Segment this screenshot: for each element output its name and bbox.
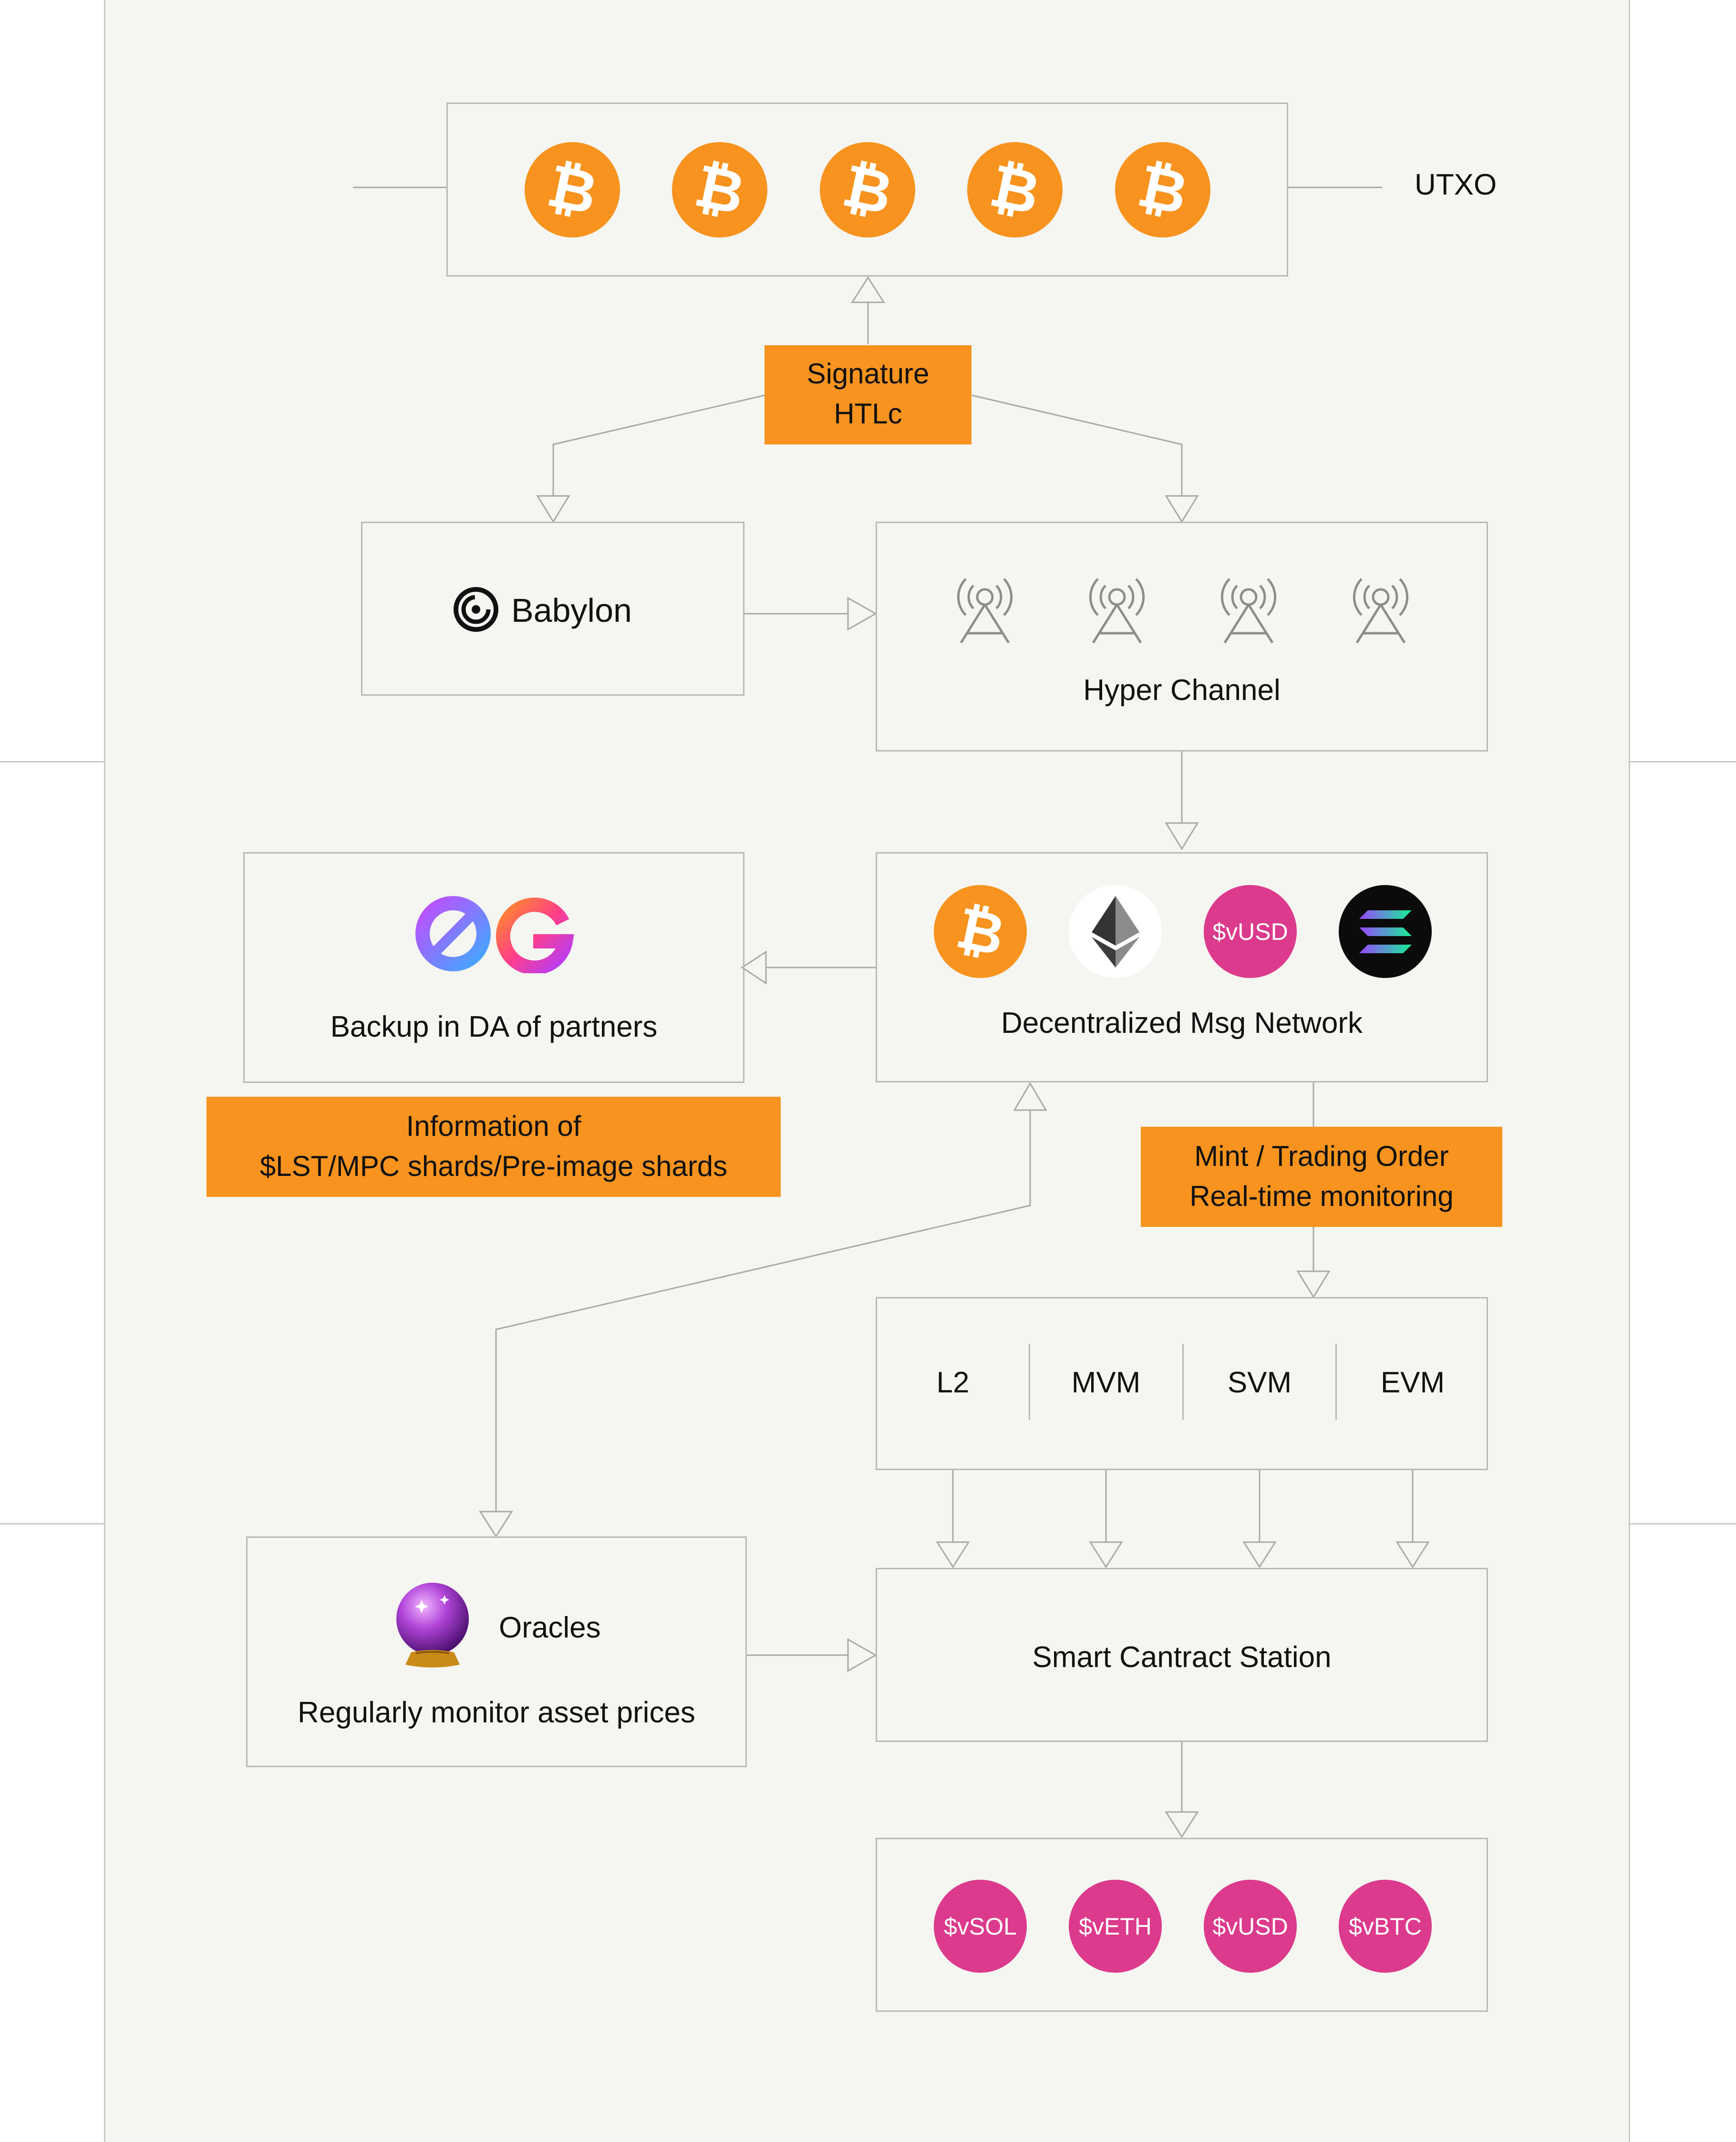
babylon-box	[361, 522, 744, 696]
oracles-box	[246, 1536, 747, 1767]
signature-tag-line2: HTLc	[834, 398, 902, 430]
bitcoin-icon: ₿	[1115, 142, 1210, 237]
vm-label-svm: SVM	[1227, 1366, 1292, 1399]
svg-text:₿: ₿	[953, 899, 1008, 964]
vbtc-token: $vBTC	[1339, 1880, 1432, 1973]
information-tag-line2: $LST/MPC shards/Pre-image shards	[259, 1150, 728, 1182]
vm-divider	[1335, 1344, 1337, 1420]
vm-label-l2: L2	[936, 1366, 970, 1399]
solana-icon	[1339, 885, 1432, 978]
radio-tower-icon	[1210, 572, 1287, 644]
msg-network-box	[876, 852, 1488, 1082]
backup-box	[243, 852, 744, 1083]
ethereum-icon	[1069, 885, 1162, 978]
signature-htlc-tag: Signature HTLc	[765, 345, 971, 444]
bitcoin-icon: ₿	[934, 885, 1027, 978]
utxo-box	[446, 103, 1288, 277]
vm-divider	[1182, 1344, 1184, 1420]
mint-tag-line2: Real-time monitoring	[1189, 1180, 1454, 1212]
vsol-token-label: $vSOL	[944, 1913, 1017, 1940]
mint-tag-line1: Mint / Trading Order	[1194, 1140, 1449, 1172]
msg-network-label: Decentralized Msg Network	[1001, 1007, 1363, 1040]
vm-box	[876, 1297, 1488, 1470]
vusd-token: $vUSD	[1204, 1880, 1297, 1973]
side-divider-right-2	[1630, 1523, 1736, 1524]
side-divider-left-2	[0, 1523, 104, 1524]
smart-contract-box	[876, 1568, 1488, 1742]
bitcoin-icon: ₿	[525, 142, 620, 237]
hyper-channel-label: Hyper Channel	[1083, 674, 1281, 707]
bitcoin-icon: ₿	[967, 142, 1063, 237]
information-tag-line1: Information of	[406, 1110, 581, 1142]
information-tag: Information of $LST/MPC shards/Pre-image…	[207, 1097, 781, 1197]
hyper-channel-box	[876, 522, 1488, 752]
vusd-coin: $vUSD	[1204, 885, 1297, 978]
vusd-coin-label: $vUSD	[1212, 918, 1288, 945]
mint-trading-tag: Mint / Trading Order Real-time monitorin…	[1141, 1127, 1502, 1227]
oracles-title: Oracles	[499, 1611, 601, 1644]
0g-logo-icon	[414, 895, 576, 975]
vbtc-token-label: $vBTC	[1349, 1913, 1422, 1940]
vm-divider	[1029, 1344, 1030, 1420]
oracles-subtitle: Regularly monitor asset prices	[298, 1696, 695, 1729]
radio-tower-icon	[947, 572, 1023, 644]
veth-token: $vETH	[1069, 1880, 1162, 1973]
utxo-label: UTXO	[1415, 168, 1497, 201]
veth-token-label: $vETH	[1079, 1913, 1152, 1940]
crystal-ball-icon	[392, 1581, 473, 1668]
vsol-token: $vSOL	[934, 1880, 1027, 1973]
side-divider-right-1	[1630, 761, 1736, 762]
radio-tower-icon	[1079, 572, 1155, 644]
vm-label-evm: EVM	[1380, 1366, 1445, 1399]
babylon-label: Babylon	[511, 592, 632, 629]
vm-label-mvm: MVM	[1071, 1366, 1141, 1399]
signature-tag-line1: Signature	[806, 358, 930, 390]
smart-contract-label: Smart Cantract Station	[1032, 1641, 1332, 1674]
output-tokens-box	[876, 1838, 1488, 2012]
bitcoin-icon: ₿	[672, 142, 767, 237]
vusd-token-label: $vUSD	[1212, 1913, 1288, 1940]
backup-label: Backup in DA of partners	[330, 1010, 658, 1043]
side-divider-left-1	[0, 761, 104, 762]
svg-text:₿: ₿	[1134, 156, 1191, 223]
svg-text:₿: ₿	[691, 156, 748, 223]
svg-text:₿: ₿	[839, 156, 896, 223]
radio-tower-icon	[1343, 572, 1419, 644]
svg-text:₿: ₿	[544, 156, 601, 223]
babylon-logo-icon	[453, 587, 499, 632]
bitcoin-icon: ₿	[820, 142, 915, 237]
svg-text:₿: ₿	[986, 156, 1044, 223]
